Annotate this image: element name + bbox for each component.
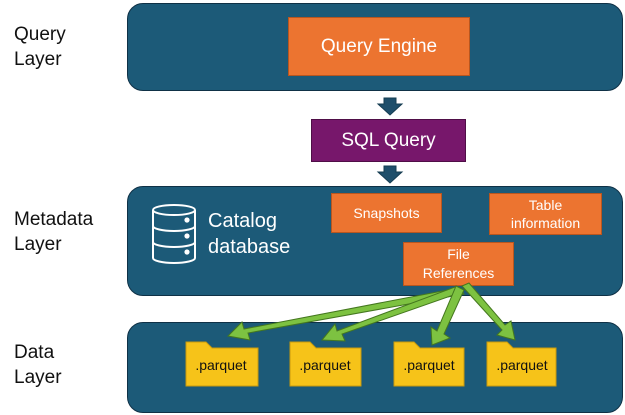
metadata-layer-label-line2: Layer (14, 234, 62, 255)
catalog-label: Catalog database (208, 208, 290, 260)
table-information-line2: information (510, 215, 581, 231)
parquet-file-3: .parquet (403, 357, 455, 373)
metadata-layer-label-line1: Metadata (14, 209, 94, 230)
parquet-file-2: .parquet (299, 357, 351, 373)
snapshots-label: Snapshots (353, 205, 420, 221)
down-arrow-engine-to-sql (376, 97, 404, 116)
data-layer-label-line1: Data (14, 342, 55, 363)
catalog-label-line2: database (208, 236, 291, 258)
catalog-label-line1: Catalog (208, 210, 277, 232)
arrow-to-file-2 (320, 286, 464, 342)
query-layer-label: Query Layer (14, 22, 66, 72)
down-arrow-sql-to-metadata (376, 165, 404, 184)
query-layer-label-line1: Query (14, 24, 66, 45)
folder-icon-2 (289, 341, 362, 387)
parquet-file-1: .parquet (195, 357, 247, 373)
sql-query-box: SQL Query (311, 119, 466, 162)
database-icon (152, 204, 196, 264)
query-engine-label: Query Engine (320, 35, 438, 57)
data-layer-label-line2: Layer (14, 367, 62, 388)
arrow-to-file-4 (461, 282, 516, 341)
table-information-box: Table information (489, 193, 602, 235)
file-references-box: File References (403, 242, 514, 286)
snapshots-box: Snapshots (331, 193, 442, 233)
file-references-line1: File (447, 246, 470, 262)
sql-query-label: SQL Query (341, 129, 436, 151)
query-layer-label-line2: Layer (14, 49, 62, 70)
table-information-line1: Table (528, 197, 563, 213)
folder-icon-3 (393, 341, 465, 387)
folder-icon-4 (486, 341, 557, 387)
folder-icon-1 (185, 341, 259, 387)
arrow-to-file-3 (430, 285, 465, 346)
data-layer-label: Data Layer (14, 340, 62, 390)
query-engine-box: Query Engine (288, 17, 470, 76)
file-references-line2: References (422, 265, 495, 281)
metadata-layer-label: Metadata Layer (14, 207, 93, 257)
parquet-file-4: .parquet (496, 357, 548, 373)
